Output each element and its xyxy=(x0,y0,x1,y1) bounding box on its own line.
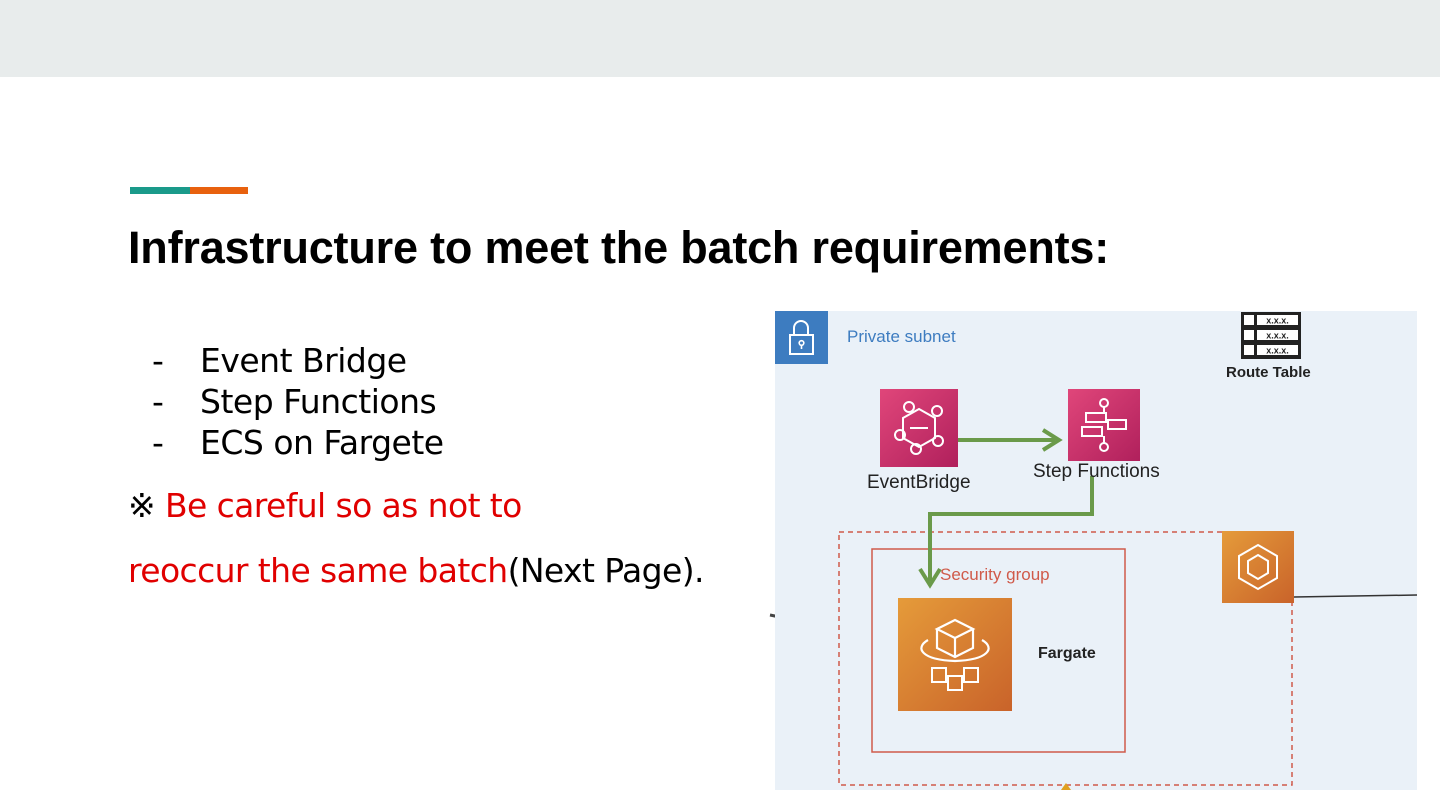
note-line-1: ※ Be careful so as not to xyxy=(128,486,522,525)
step-functions-icon xyxy=(1068,389,1140,461)
bullet-list: -Event Bridge -Step Functions -ECS on Fa… xyxy=(150,340,444,463)
top-band xyxy=(0,0,1440,77)
bullet-item: -ECS on Fargete xyxy=(150,422,444,463)
eventbridge-label: EventBridge xyxy=(867,472,971,493)
bullet-marker: - xyxy=(152,382,164,421)
ecs-connector-line xyxy=(1293,594,1417,598)
arrowhead-sf-to-fargate xyxy=(918,567,942,589)
route-table-cell: x.x.x. xyxy=(1266,315,1289,325)
slide-title: Infrastructure to meet the batch require… xyxy=(128,222,1109,273)
bullet-marker: - xyxy=(152,341,164,380)
step-functions-label: Step Functions xyxy=(1033,461,1160,482)
bullet-item: -Event Bridge xyxy=(150,340,444,381)
bullet-text: ECS on Fargete xyxy=(200,423,444,462)
note-next-page: (Next Page). xyxy=(507,551,705,590)
architecture-diagram: Private subnet x.x.x. x.x.x. x.x.x. Rout… xyxy=(775,311,1417,790)
security-group-box xyxy=(871,548,1126,753)
route-table-cell: x.x.x. xyxy=(1266,345,1289,355)
accent-bar-orange xyxy=(190,187,248,194)
bullet-marker: - xyxy=(152,423,164,462)
note-line-2: reoccur the same batch(Next Page). xyxy=(128,551,704,590)
bottom-marker xyxy=(1061,783,1071,790)
note-warning-text: Be careful so as not to xyxy=(155,486,522,525)
eventbridge-icon xyxy=(880,389,958,467)
fargate-label: Fargate xyxy=(1038,645,1096,662)
private-subnet-label: Private subnet xyxy=(847,327,956,346)
fargate-icon xyxy=(898,598,1012,711)
security-group-label: Security group xyxy=(940,565,1050,584)
note-symbol: ※ xyxy=(128,486,156,525)
route-table-icon: x.x.x. x.x.x. x.x.x. xyxy=(1241,312,1301,359)
accent-bar-teal xyxy=(130,187,190,194)
diagram-connectors xyxy=(838,428,1417,790)
ecs-icon xyxy=(1222,531,1294,603)
route-table-cell: x.x.x. xyxy=(1266,330,1289,340)
bullet-text: Step Functions xyxy=(200,382,437,421)
bullet-text: Event Bridge xyxy=(200,341,407,380)
arrow-sf-to-fargate xyxy=(928,476,1094,581)
route-table-label: Route Table xyxy=(1226,364,1311,381)
note-warning-text-2: reoccur the same batch xyxy=(128,551,508,590)
bullet-item: -Step Functions xyxy=(150,381,444,422)
lock-icon xyxy=(775,311,828,364)
security-group-dashed-boundary xyxy=(838,531,1293,786)
arrowhead-eb-to-sf xyxy=(1041,428,1063,452)
